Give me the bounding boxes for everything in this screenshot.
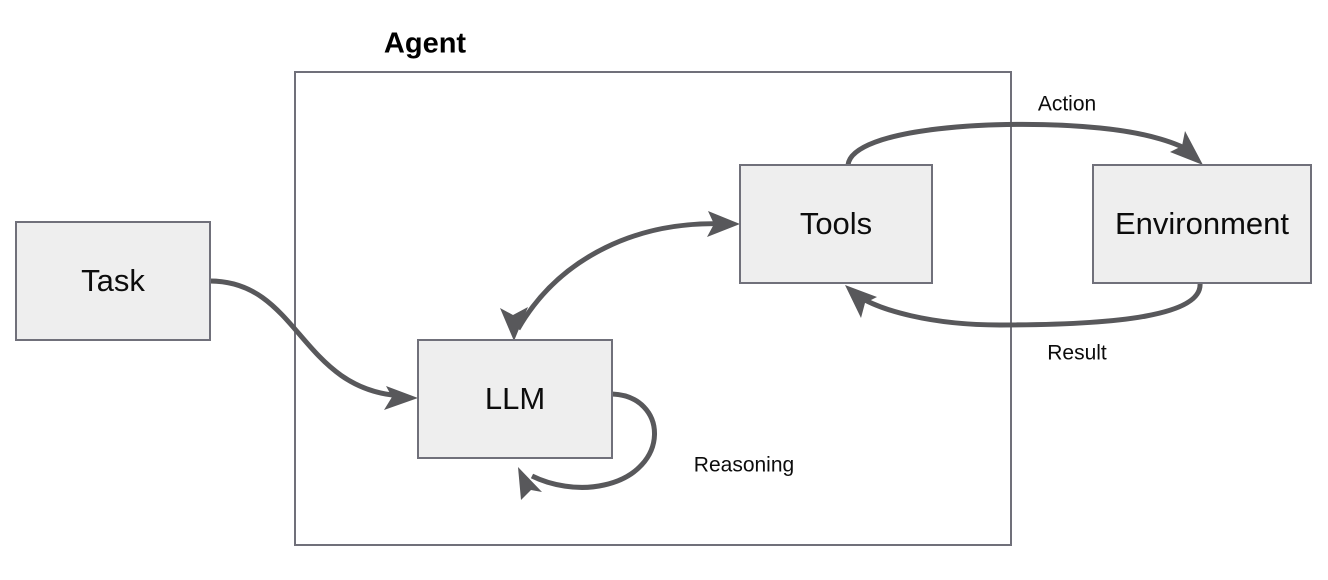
tools-to-environment-arrowhead — [1170, 131, 1203, 165]
task-label: Task — [81, 263, 145, 298]
task-box[interactable] — [15, 221, 211, 341]
llm-to-tools-arrowhead-right — [707, 211, 740, 237]
node-task[interactable]: Task — [15, 221, 211, 341]
node-environment[interactable]: Environment — [1092, 164, 1312, 284]
edge-label-reasoning: Reasoning — [694, 454, 794, 477]
edge-label-result: Result — [1047, 342, 1107, 365]
edge-label-action: Action — [1038, 93, 1096, 116]
edge-task-to-llm — [209, 278, 418, 410]
task-to-llm-arrowhead — [384, 386, 418, 410]
environment-label: Environment — [1115, 206, 1289, 241]
tools-label: Tools — [800, 206, 872, 241]
llm-box[interactable] — [417, 339, 613, 459]
environment-to-tools-path — [856, 282, 1203, 328]
llm-to-tools-arrowhead-down — [500, 307, 528, 341]
tools-box[interactable] — [739, 164, 933, 284]
edge-tools-to-environment: Action — [845, 93, 1203, 166]
edge-llm-to-tools — [500, 211, 740, 341]
task-to-llm-path — [209, 278, 405, 399]
environment-box[interactable] — [1092, 164, 1312, 284]
agent-group-boundary — [294, 71, 1012, 546]
edge-environment-to-tools: Result — [845, 282, 1203, 365]
agent-group-label: Agent — [384, 28, 467, 60]
edge-llm-self-reasoning: Reasoning — [518, 391, 794, 500]
node-llm[interactable]: LLM — [417, 339, 613, 459]
llm-label: LLM — [485, 381, 545, 416]
llm-to-tools-path — [515, 221, 727, 331]
llm-self-loop-path — [530, 391, 657, 490]
environment-to-tools-arrowhead — [845, 285, 877, 318]
llm-self-loop-arrowhead — [518, 467, 542, 500]
node-tools[interactable]: Tools — [739, 164, 933, 284]
tools-to-environment-path — [845, 121, 1195, 166]
